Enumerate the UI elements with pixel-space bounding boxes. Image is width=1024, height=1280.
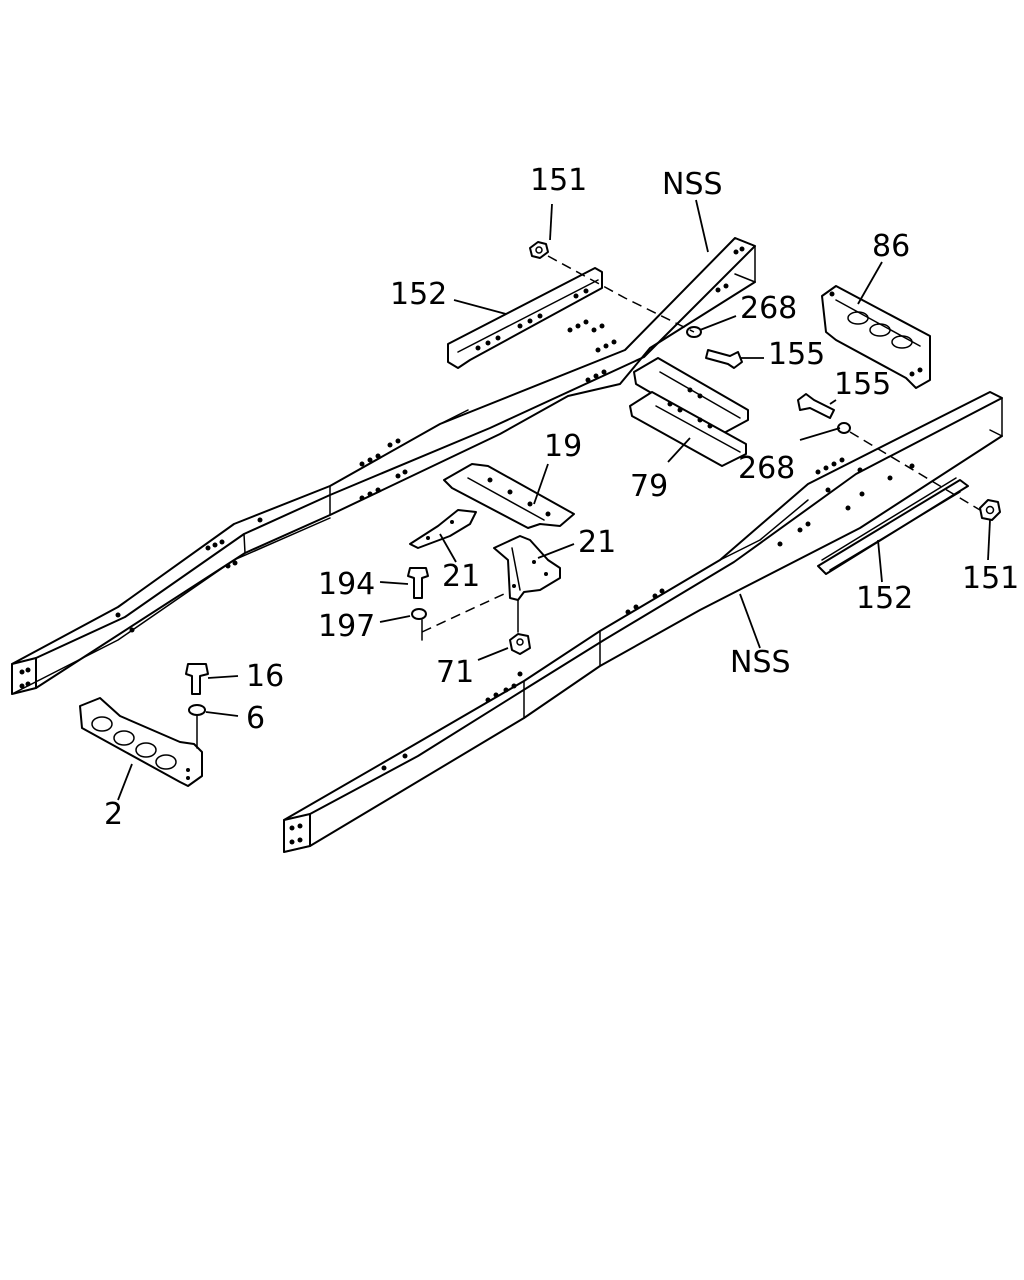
washer-6-icon <box>188 704 206 716</box>
callout-nss-top: NSS <box>662 167 723 202</box>
bolt-194-icon <box>407 567 429 599</box>
callout-152-bottom: 152 <box>856 581 913 616</box>
callout-86: 86 <box>872 229 910 264</box>
callout-194: 194 <box>318 567 375 602</box>
callout-2: 2 <box>104 797 123 832</box>
callout-nss-bottom: NSS <box>730 645 791 680</box>
nut-151-top-icon <box>529 241 549 259</box>
callout-197: 197 <box>318 609 375 644</box>
callout-155-right: 155 <box>834 367 891 402</box>
callout-71: 71 <box>436 655 474 690</box>
callout-151-top: 151 <box>530 163 587 198</box>
callout-268-right: 268 <box>738 451 795 486</box>
left-frame-rail <box>11 237 756 695</box>
bracket-21-left <box>409 509 477 549</box>
bracket-21-right <box>493 535 561 601</box>
callout-16: 16 <box>246 659 284 694</box>
callout-labels: 151 NSS 86 152 268 155 155 19 268 79 21 … <box>104 163 1019 832</box>
crossmember-79 <box>629 357 749 467</box>
washer-197-icon <box>411 608 427 620</box>
callout-151-right: 151 <box>962 561 1019 596</box>
nut-71-icon <box>509 633 531 655</box>
bolt-16-icon <box>185 663 209 695</box>
crossmember-19 <box>443 463 575 529</box>
callout-21-right: 21 <box>578 525 616 560</box>
nut-151-right-icon <box>979 499 1001 521</box>
alignment-lines <box>196 255 981 749</box>
callout-6: 6 <box>246 701 265 736</box>
callout-79: 79 <box>630 469 668 504</box>
callout-155-top: 155 <box>768 337 825 372</box>
crossmember-2 <box>79 697 203 787</box>
crossmember-86 <box>821 285 931 389</box>
right-frame-rail <box>283 391 1003 853</box>
leader-lines <box>117 199 991 801</box>
reinforcement-152-bottom <box>817 477 969 575</box>
bolt-155-top-icon <box>705 349 743 369</box>
bolt-155-right-icon <box>797 393 835 419</box>
callout-21-left: 21 <box>442 559 480 594</box>
callout-19: 19 <box>544 429 582 464</box>
callout-152-top: 152 <box>390 277 447 312</box>
reinforcement-152-top <box>447 267 603 369</box>
callout-268-top: 268 <box>740 291 797 326</box>
